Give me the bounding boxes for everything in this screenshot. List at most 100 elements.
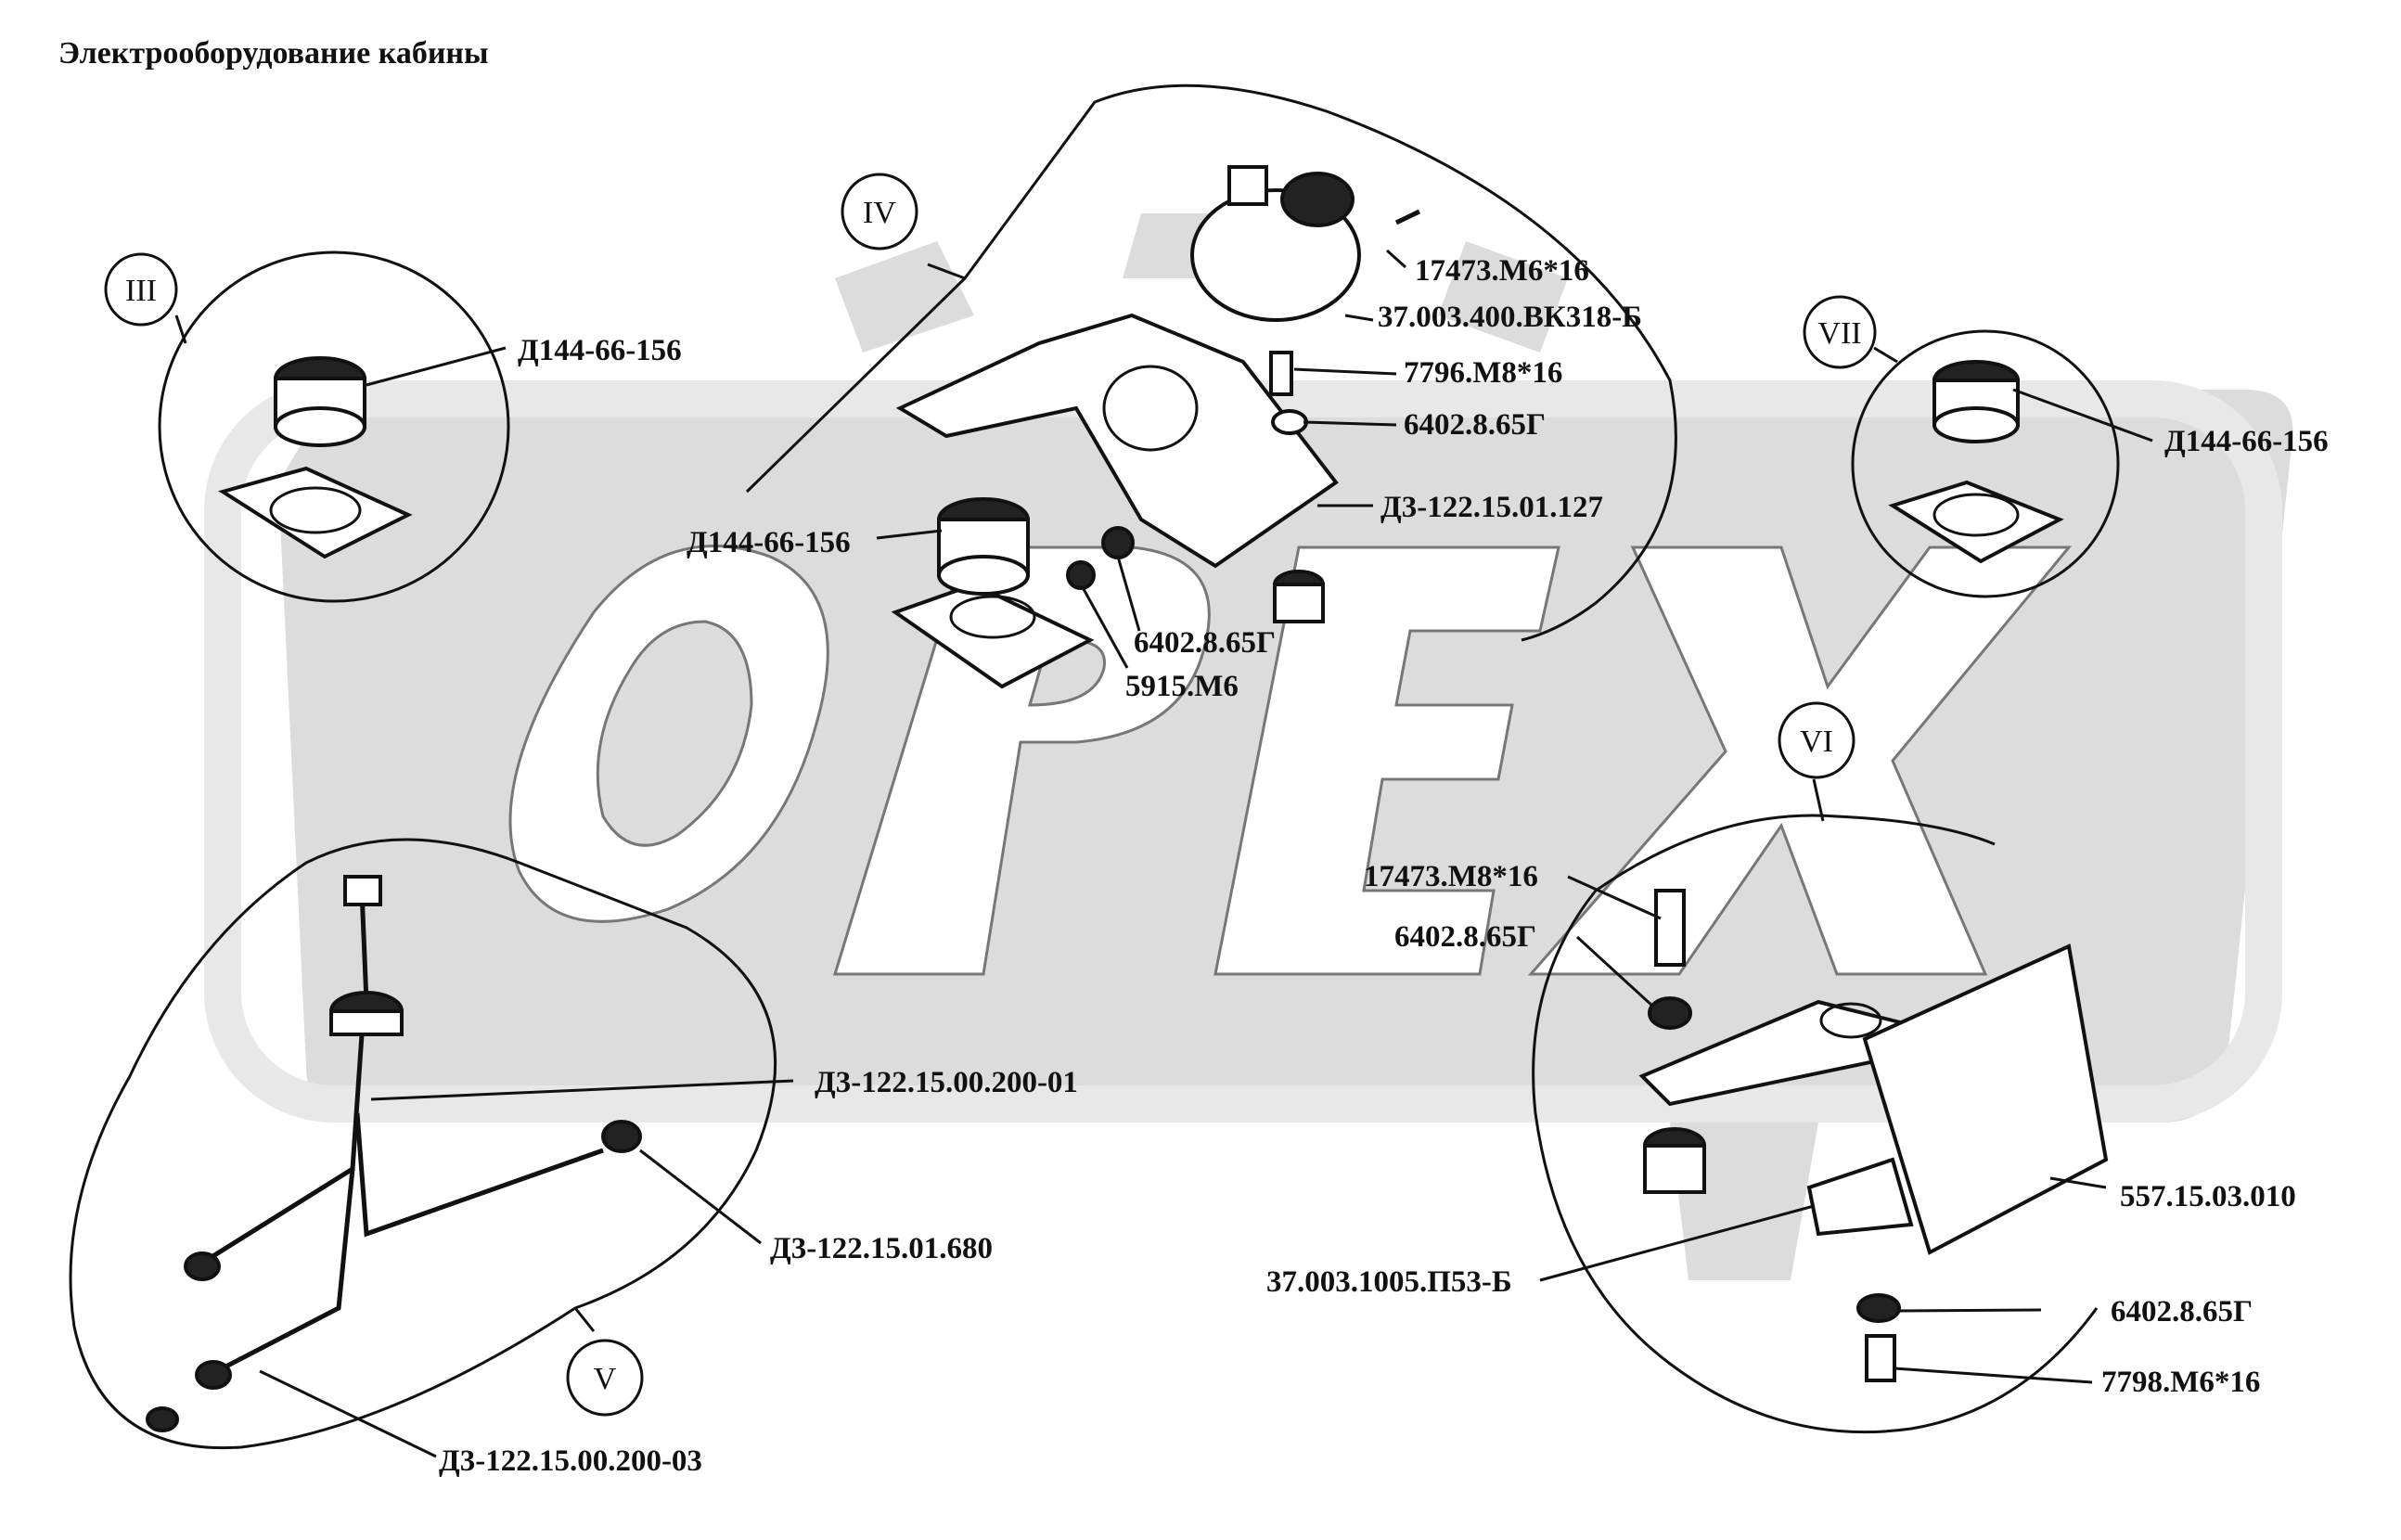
plate-iii-hole <box>269 486 362 534</box>
label-vi-switch: 37.003.1005.П53-Б <box>1266 1265 1512 1299</box>
leader-iv-washer2 <box>1116 556 1141 632</box>
leader-vi-washer2 <box>1899 1308 2042 1313</box>
label-iv-bolt-m8: 7796.М8*16 <box>1404 356 1562 390</box>
label-v-harness-01: Д3-122.15.00.200-01 <box>815 1066 1078 1099</box>
leader-vi-bolt-m6 <box>1894 1367 2093 1384</box>
detail-circle-vii <box>1851 329 2120 598</box>
spacer-vi-body <box>1643 1144 1706 1194</box>
cover-vi <box>1862 943 2109 1255</box>
group-iv: IV 17473.М6*16 37.003.400.ВК318-Б 7796.М… <box>687 83 1677 703</box>
label-iv-switch: 37.003.400.ВК318-Б <box>1378 301 1642 334</box>
leader-v-tube <box>639 1149 762 1245</box>
watermark-gear-tooth-right <box>1438 241 1568 353</box>
label-v-harness-03: Д3-122.15.00.200-03 <box>439 1444 702 1478</box>
label-iv-bolt-m6: 17473.М6*16 <box>1415 254 1589 288</box>
label-iv-washer2: 6402.8.65Г <box>1134 626 1276 660</box>
bolt-iv-m8 <box>1269 351 1293 396</box>
plate-iv-hole <box>949 595 1036 639</box>
watermark-letter-e <box>1213 545 1560 976</box>
detail-outline-vi-bottom <box>1532 890 2099 1434</box>
tube-v-end <box>601 1120 642 1153</box>
bracket-iv <box>895 313 1339 569</box>
label-vi-bolt-m8: 17473.М8*16 <box>1364 860 1538 893</box>
label-iv-washer: 6402.8.65Г <box>1404 408 1546 442</box>
harness-v-end-b <box>195 1360 232 1390</box>
callout-leader-iv <box>927 263 966 280</box>
callout-leader-v <box>573 1307 596 1332</box>
harness-v-branch-c <box>354 1112 604 1238</box>
leader-vi-bolt-m8 <box>1567 875 1662 920</box>
switch-iv-knob <box>1280 172 1355 227</box>
label-vi-bolt-m6: 7798.М6*16 <box>2101 1366 2260 1399</box>
callout-leader-vii <box>1873 346 1898 364</box>
switch-iv-terminal <box>1227 165 1268 206</box>
plate-iv <box>891 582 1095 689</box>
callout-bubble-iv <box>841 173 918 250</box>
bolt-vi-m6 <box>1865 1334 1896 1382</box>
plate-vii-hole <box>1932 493 2020 537</box>
page-title: Электрооборудование кабины <box>58 36 489 71</box>
callout-bubble-vi <box>1778 701 1855 779</box>
detail-outline-vi-top <box>1595 814 1996 892</box>
callout-label-vi: VI <box>1800 725 1833 759</box>
washer-vi <box>1648 996 1692 1030</box>
leader-iv-switch <box>1344 314 1374 322</box>
leader-iii-d144 <box>366 346 507 387</box>
washer-iv <box>1271 409 1308 435</box>
leader-iv-d144 <box>876 529 943 540</box>
detail-outline-v <box>69 838 777 1450</box>
callout-leader-vi <box>1812 778 1825 822</box>
callout-bubble-v <box>566 1339 644 1417</box>
leader-vi-switch <box>1539 1204 1815 1282</box>
leader-vii-d144 <box>2012 388 2153 443</box>
leader-iv-bolt-m6 <box>1385 249 1407 269</box>
leader-vi-washer <box>1575 935 1655 1008</box>
callout-label-v: V <box>594 1362 617 1396</box>
harness-v-grommet-body <box>329 1009 404 1036</box>
harness-v-end-c <box>146 1406 179 1432</box>
label-vi-washer: 6402.8.65Г <box>1394 920 1536 954</box>
harness-v-top <box>359 890 369 1003</box>
harness-v-plug-top <box>343 875 382 906</box>
leader-v-harness-03 <box>259 1369 437 1458</box>
switch-vi <box>1806 1157 1914 1237</box>
label-iv-bracket: Д3-122.15.01.127 <box>1380 491 1603 524</box>
label-v-tube: Д3-122.15.01.680 <box>770 1232 993 1265</box>
callout-label-iii: III <box>125 274 157 308</box>
bolt-vi-m8 <box>1654 889 1686 967</box>
label-iv-d144: Д144-66-156 <box>687 526 851 559</box>
washer-iv-small <box>1066 560 1096 590</box>
grommet-iv-bottom <box>937 555 1030 596</box>
group-iii: III Д144-66-156 <box>104 250 682 603</box>
label-vii-d144: Д144-66-156 <box>2164 425 2329 458</box>
screw-iv-m6 <box>1394 209 1421 225</box>
label-iv-nut: 5915.М6 <box>1125 670 1239 703</box>
leader-iv-washer <box>1303 420 1397 427</box>
spacer-iv-body <box>1273 583 1325 623</box>
callout-leader-iii <box>174 314 187 344</box>
callout-label-vii: VII <box>1817 316 1861 351</box>
harness-v-end-a <box>184 1251 221 1281</box>
group-vii: VII Д144-66-156 <box>1803 295 2329 598</box>
bracket-vi-hole <box>1819 1002 1882 1039</box>
nut-iv <box>1101 526 1135 559</box>
plate-iii <box>218 466 413 559</box>
bracket-iv-hole <box>1102 365 1199 452</box>
callout-bubble-vii <box>1803 295 1877 369</box>
plate-vii <box>1888 480 2064 564</box>
label-vi-washer2: 6402.8.65Г <box>2111 1295 2253 1328</box>
callout-label-iv: IV <box>863 196 896 230</box>
leader-vi-cover <box>2049 1176 2107 1189</box>
leader-v-harness-01 <box>370 1079 794 1101</box>
harness-v-branch-b <box>212 1168 355 1376</box>
washer-vi-lower <box>1856 1293 1901 1323</box>
grommet-iii-bottom <box>274 406 366 447</box>
group-v: V Д3-122.15.00.200-01 Д3-122.15.01.680 Д… <box>69 838 1078 1478</box>
label-vi-cover: 557.15.03.010 <box>2120 1180 2296 1213</box>
detail-circle-iii <box>158 250 510 603</box>
detail-outline-iv <box>745 83 1677 642</box>
grommet-vii-bottom <box>1932 406 2020 443</box>
leader-iv-nut <box>1082 588 1129 669</box>
